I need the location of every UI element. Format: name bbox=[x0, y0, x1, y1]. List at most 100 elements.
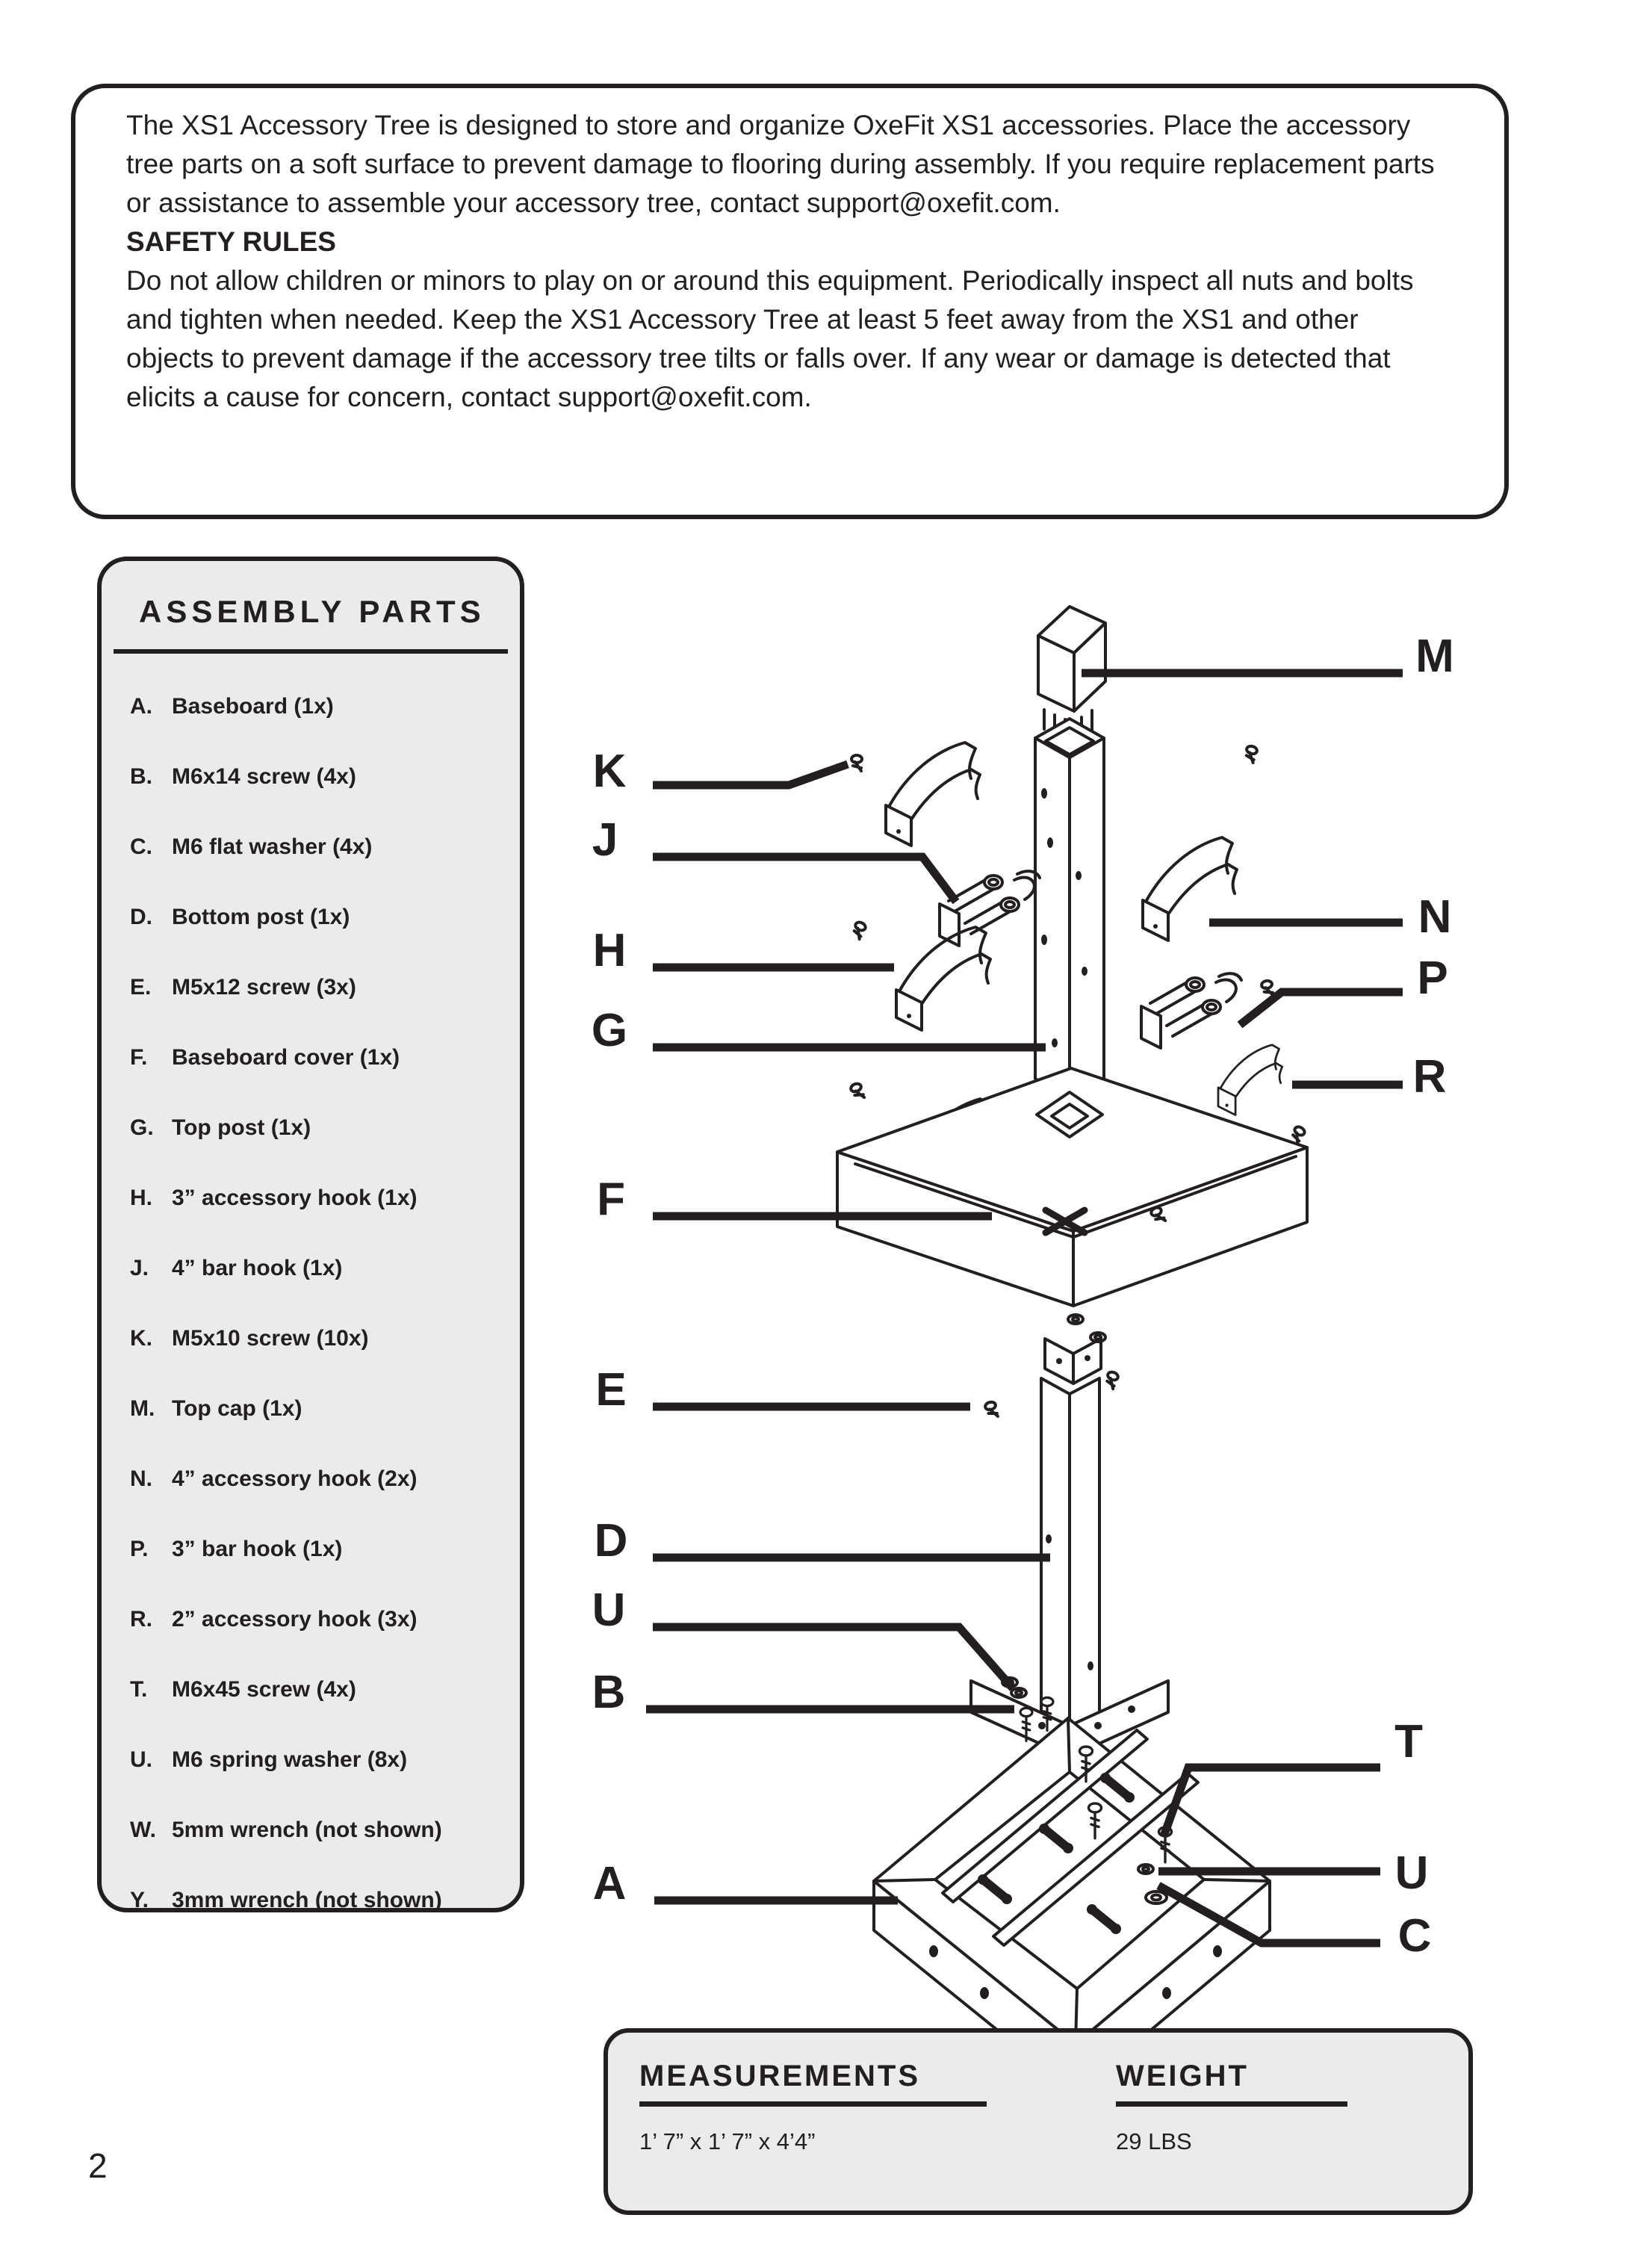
parts-list-item: G.Top post (1x) bbox=[130, 1093, 514, 1163]
weight-title: WEIGHT bbox=[1116, 2060, 1249, 2092]
safety-paragraph: Do not allow children or minors to play … bbox=[126, 265, 1414, 412]
parts-list-item: P. 3” bar hook (1x) bbox=[130, 1514, 514, 1584]
measurements-underline bbox=[639, 2101, 987, 2107]
parts-list-item: D. Bottom post (1x) bbox=[130, 882, 514, 952]
part-key: P. bbox=[130, 1537, 149, 1561]
part-label: 3” accessory hook (1x) bbox=[172, 1186, 418, 1210]
part-label: Baseboard (1x) bbox=[172, 694, 334, 719]
callout-leader-K bbox=[653, 760, 849, 790]
spring-washer bbox=[1067, 1313, 1085, 1325]
top-post-part bbox=[1034, 717, 1105, 1098]
intro-paragraph: The XS1 Accessory Tree is designed to st… bbox=[126, 110, 1435, 218]
assembly-parts-title: ASSEMBLY PARTS bbox=[139, 594, 485, 629]
part-label: 2” accessory hook (3x) bbox=[172, 1607, 418, 1632]
part-key: D. bbox=[130, 905, 152, 929]
parts-list-item: A.Baseboard (1x) bbox=[130, 672, 514, 742]
callout-letter-R: R bbox=[1413, 1051, 1447, 1103]
callout-letter-K: K bbox=[593, 746, 627, 797]
callout-letter-A: A bbox=[593, 1858, 627, 1909]
callout-leader-J bbox=[653, 852, 960, 905]
spring-washer bbox=[1089, 1331, 1107, 1343]
specs-box: MEASUREMENTS 1’ 7” x 1’ 7” x 4’4” WEIGHT… bbox=[604, 2028, 1473, 2215]
callout-letter-E: E bbox=[595, 1364, 626, 1416]
m5x10-screw bbox=[1242, 743, 1260, 765]
part-label: M6 flat washer (4x) bbox=[172, 834, 373, 859]
callout-letter-C: C bbox=[1398, 1910, 1432, 1962]
small-screw bbox=[1102, 1369, 1121, 1391]
weight-underline bbox=[1116, 2101, 1347, 2107]
baseboard-part bbox=[872, 1717, 1271, 2069]
callout-leader-C bbox=[1156, 1882, 1380, 1948]
baseboard-cover-part bbox=[836, 1067, 1309, 1307]
callout-leader-T bbox=[1159, 1763, 1380, 1838]
part-key: W. bbox=[130, 1818, 156, 1842]
parts-list-item: H. 3” accessory hook (1x) bbox=[130, 1163, 514, 1233]
assembly-parts-underline bbox=[114, 649, 508, 654]
part-label: M5x10 screw (10x) bbox=[172, 1326, 369, 1351]
intro-safety-box: The XS1 Accessory Tree is designed to st… bbox=[71, 84, 1509, 519]
part-label: M6x14 screw (4x) bbox=[172, 764, 356, 789]
callout-letter-N: N bbox=[1418, 891, 1452, 943]
top-cap-part bbox=[1037, 605, 1107, 741]
accessory-hook-2in bbox=[1217, 1044, 1284, 1116]
callout-letter-U: U bbox=[1395, 1847, 1429, 1899]
callout-letter-D: D bbox=[595, 1515, 628, 1567]
part-key: E. bbox=[130, 975, 152, 1000]
parts-list-item: C. M6 flat washer (4x) bbox=[130, 812, 514, 882]
parts-list-item: J. 4” bar hook (1x) bbox=[130, 1233, 514, 1304]
callout-letter-B: B bbox=[592, 1667, 626, 1718]
part-key: T. bbox=[130, 1677, 148, 1702]
measurements-title: MEASUREMENTS bbox=[639, 2060, 921, 2092]
callout-letter-M: M bbox=[1415, 630, 1454, 682]
m5x10-screw bbox=[850, 754, 863, 772]
parts-list-item: K.M5x10 screw (10x) bbox=[130, 1304, 514, 1374]
part-label: 5mm wrench (not shown) bbox=[172, 1818, 442, 1842]
part-label: Top cap (1x) bbox=[172, 1396, 302, 1421]
part-key: N. bbox=[130, 1466, 152, 1491]
part-key: Y. bbox=[130, 1888, 149, 1912]
spring-washer bbox=[1010, 1687, 1028, 1699]
part-label: 4” accessory hook (2x) bbox=[172, 1466, 418, 1491]
callout-letter-P: P bbox=[1417, 952, 1448, 1004]
diagram-artwork bbox=[836, 605, 1309, 2069]
part-key: M. bbox=[130, 1396, 155, 1421]
part-key: U. bbox=[130, 1747, 152, 1772]
weight-value: 29 LBS bbox=[1116, 2128, 1192, 2154]
m5x10-screw bbox=[848, 919, 869, 941]
parts-list-item: U. M6 spring washer (8x) bbox=[130, 1725, 514, 1795]
part-label: 3” bar hook (1x) bbox=[172, 1537, 343, 1561]
part-key: F. bbox=[130, 1045, 148, 1070]
parts-list-item: Y. 3mm wrench (not shown) bbox=[130, 1865, 514, 1936]
callout-letter-G: G bbox=[592, 1005, 627, 1056]
callout-letter-J: J bbox=[592, 814, 618, 866]
measurements-value: 1’ 7” x 1’ 7” x 4’4” bbox=[639, 2128, 816, 2154]
bar-hook-3in bbox=[1140, 972, 1243, 1050]
post-joint-bracket bbox=[1043, 1337, 1102, 1385]
accessory-hook-3in bbox=[895, 926, 992, 1032]
callout-letter-T: T bbox=[1394, 1716, 1423, 1767]
part-label: M5x12 screw (3x) bbox=[172, 975, 356, 1000]
callout-letter-F: F bbox=[597, 1174, 625, 1225]
parts-list-item: E. M5x12 screw (3x) bbox=[130, 952, 514, 1023]
parts-list-item: M. Top cap (1x) bbox=[130, 1374, 514, 1444]
part-label: 3mm wrench (not shown) bbox=[172, 1888, 442, 1912]
part-label: Top post (1x) bbox=[172, 1115, 311, 1140]
part-key: H. bbox=[130, 1186, 152, 1210]
part-key: C. bbox=[130, 834, 152, 859]
flat-washer bbox=[1144, 1890, 1168, 1905]
parts-list-item: N. 4” accessory hook (2x) bbox=[130, 1444, 514, 1514]
part-label: M6 spring washer (8x) bbox=[172, 1747, 408, 1772]
parts-list-item: T.M6x45 screw (4x) bbox=[130, 1655, 514, 1725]
parts-list-item: B.M6x14 screw (4x) bbox=[130, 742, 514, 812]
accessory-hook-4in-left bbox=[884, 741, 981, 847]
safety-rules-heading: SAFETY RULES bbox=[126, 226, 336, 257]
part-label: Bottom post (1x) bbox=[172, 905, 350, 929]
part-label: 4” bar hook (1x) bbox=[172, 1256, 343, 1280]
part-key: J. bbox=[130, 1256, 149, 1280]
callout-letter-H: H bbox=[593, 925, 627, 976]
assembly-parts-panel: ASSEMBLY PARTS A.Baseboard (1x)B.M6x14 s… bbox=[97, 557, 524, 1912]
page-number: 2 bbox=[88, 2146, 108, 2185]
part-key: R. bbox=[130, 1607, 152, 1632]
parts-list-item: W. 5mm wrench (not shown) bbox=[130, 1795, 514, 1865]
